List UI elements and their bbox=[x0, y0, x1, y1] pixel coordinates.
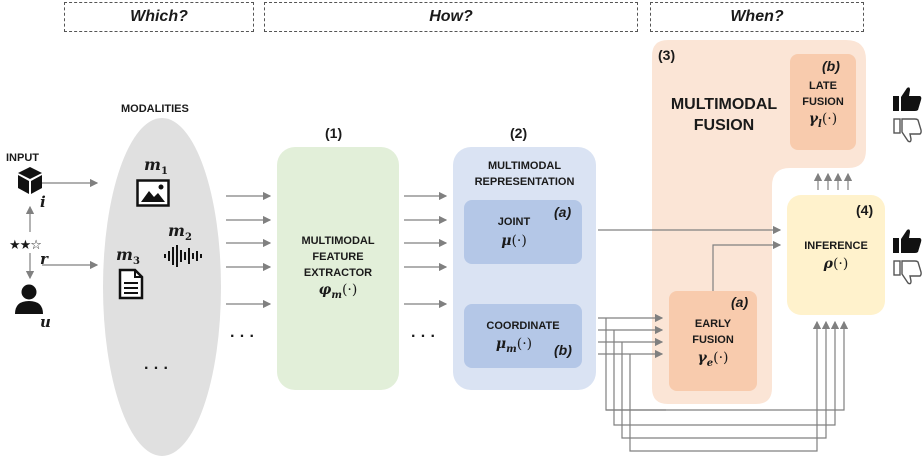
header-how-text: How? bbox=[429, 8, 473, 25]
inference-box bbox=[787, 195, 885, 315]
modality-m3-label: m3 bbox=[116, 245, 140, 267]
modality-m2-label: m2 bbox=[168, 221, 192, 243]
header-which-text: Which? bbox=[130, 8, 188, 25]
joint-fn-arg: (·) bbox=[511, 233, 527, 249]
joint-fn: μ(·) bbox=[464, 233, 564, 249]
early-fusion-line2: FUSION bbox=[692, 334, 734, 346]
early-fn-sub: e bbox=[706, 357, 714, 369]
coordinate-tag: (b) bbox=[554, 342, 572, 358]
m2-sub: 2 bbox=[184, 232, 192, 244]
extractor-fn-sub: m bbox=[331, 289, 342, 301]
late-fn-arg: (·) bbox=[821, 111, 838, 127]
item-box-icon bbox=[18, 167, 42, 194]
inference-fn-symbol: ρ bbox=[823, 256, 833, 272]
dots-after-extractor: · · · bbox=[411, 328, 436, 345]
header-when-text: When? bbox=[730, 8, 784, 25]
extractor-line1: MULTIMODAL bbox=[301, 235, 375, 247]
header-when: When? bbox=[650, 2, 864, 32]
rating-symbol: r bbox=[40, 250, 48, 268]
extractor-fn-symbol: φ bbox=[318, 282, 332, 298]
early-fusion-tag: (a) bbox=[731, 294, 749, 310]
late-fusion-line1: LATE bbox=[809, 80, 837, 92]
late-fn-symbol: γ bbox=[808, 111, 819, 127]
early-fusion-fn: γe(·) bbox=[669, 350, 757, 369]
extractor-fn: φm(·) bbox=[277, 282, 399, 301]
m3-base: m bbox=[116, 245, 133, 264]
rating-stars: ★★☆ bbox=[9, 237, 42, 252]
early-fn-symbol: γ bbox=[697, 350, 707, 366]
extractor-line2: FEATURE bbox=[312, 251, 364, 263]
audio-wave-icon bbox=[164, 245, 202, 267]
dots-after-modalities: · · · bbox=[230, 328, 255, 345]
fusion-line2: FUSION bbox=[693, 117, 755, 134]
modalities-ellipsis: · · · bbox=[144, 360, 169, 377]
coordinate-fn: μm(·) bbox=[464, 336, 564, 355]
extractor-line3: EXTRACTOR bbox=[303, 267, 373, 279]
representation-line2: REPRESENTATION bbox=[474, 176, 575, 188]
coordinate-label: COORDINATE bbox=[486, 320, 560, 332]
representation-step: (2) bbox=[510, 125, 528, 141]
late-fusion-tag: (b) bbox=[822, 58, 840, 74]
modalities-title: MODALITIES bbox=[121, 103, 189, 115]
fusion-line1: MULTIMODAL bbox=[670, 96, 778, 113]
inference-label: INFERENCE bbox=[804, 240, 868, 252]
inference-fn-arg: (·) bbox=[832, 256, 849, 272]
thumbs-down-outline-icon-2 bbox=[893, 260, 922, 285]
late-fusion-fn: γl(·) bbox=[790, 111, 856, 130]
item-symbol: i bbox=[40, 193, 46, 211]
modality-m1-label: m1 bbox=[144, 155, 168, 177]
m1-base: m bbox=[144, 155, 161, 174]
joint-tag: (a) bbox=[554, 204, 572, 220]
m3-sub: 3 bbox=[132, 256, 140, 268]
inference-fn: ρ(·) bbox=[787, 256, 885, 272]
user-symbol: u bbox=[40, 313, 51, 331]
image-icon bbox=[136, 179, 170, 207]
extractor-box bbox=[277, 147, 399, 390]
fusion-step: (3) bbox=[658, 47, 676, 63]
m2-base: m bbox=[168, 221, 185, 240]
inference-step: (4) bbox=[856, 202, 874, 218]
extractor-fn-arg: (·) bbox=[341, 282, 358, 298]
early-fn-arg: (·) bbox=[713, 350, 729, 366]
late-fusion-box bbox=[790, 54, 856, 150]
early-fusion-box bbox=[669, 291, 757, 391]
m1-sub: 1 bbox=[160, 166, 168, 178]
coordinate-fn-sub: m bbox=[506, 343, 517, 355]
representation-line1: MULTIMODAL bbox=[487, 160, 562, 172]
coordinate-fn-symbol: μ bbox=[495, 336, 507, 352]
header-how: How? bbox=[264, 2, 638, 32]
coordinate-box bbox=[464, 304, 582, 368]
extractor-step: (1) bbox=[325, 125, 343, 141]
coordinate-fn-arg: (·) bbox=[516, 336, 533, 352]
thumbs-down-outline-icon bbox=[893, 118, 922, 143]
input-title: INPUT bbox=[6, 152, 39, 164]
thumbs-up-icon bbox=[893, 87, 922, 111]
early-fusion-line1: EARLY bbox=[694, 318, 732, 330]
user-icon bbox=[15, 284, 43, 314]
document-icon bbox=[118, 268, 144, 300]
header-which: Which? bbox=[64, 2, 254, 32]
late-fusion-line2: FUSION bbox=[802, 96, 844, 108]
joint-label: JOINT bbox=[497, 216, 531, 228]
late-fn-sub: l bbox=[818, 118, 822, 130]
thumbs-up-icon-2 bbox=[893, 229, 922, 253]
joint-fn-symbol: μ bbox=[501, 233, 512, 249]
joint-box bbox=[464, 200, 582, 264]
